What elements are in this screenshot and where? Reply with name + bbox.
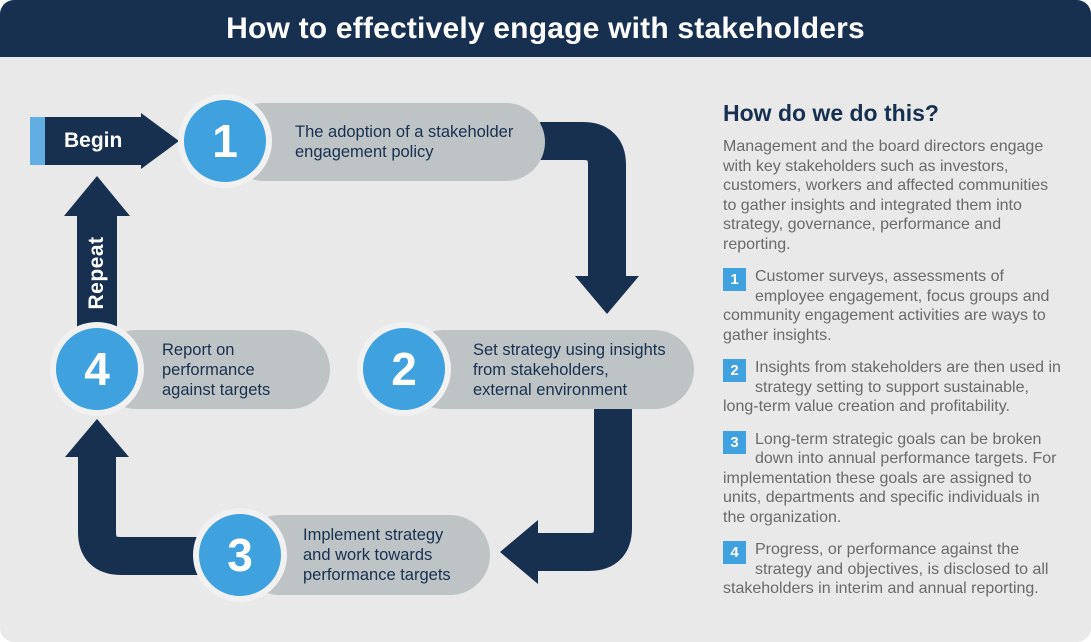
step-number-circle-4: 4: [50, 322, 144, 416]
how-heading: How do we do this?: [723, 100, 939, 126]
begin-flag: Begin: [30, 113, 180, 169]
how-item-text-3: Long-term strategic goals can be broken …: [723, 430, 1057, 526]
begin-accent-bar: [30, 117, 45, 165]
step-number-circle-2: 2: [357, 322, 451, 416]
how-item-badge-1: 1: [723, 268, 746, 292]
step-pill-1: The adoption of a stakeholder engagement…: [225, 103, 545, 181]
how-item-badge-3: 3: [723, 430, 746, 454]
step-number-circle-1: 1: [178, 94, 272, 188]
step-pill-3: Implement strategy and work towards perf…: [240, 515, 490, 595]
begin-label: Begin: [45, 117, 142, 165]
how-item-text-2: Insights from stakeholders are then used…: [723, 359, 1061, 416]
title-bar: How to effectively engage with stakehold…: [0, 0, 1091, 57]
step-pill-2: Set strategy using insights from stakeho…: [404, 330, 694, 409]
step-text-4: Report on performance against targets: [162, 340, 271, 399]
step-number-circle-3: 3: [193, 508, 287, 602]
repeat-label: Repeat: [85, 236, 108, 310]
step-text-3: Implement strategy and work towards perf…: [303, 526, 451, 584]
begin-arrowhead-icon: [141, 113, 180, 169]
how-item-badge-2: 2: [723, 359, 746, 383]
step-text-1: The adoption of a stakeholder engagement…: [295, 123, 514, 161]
step-text-2: Set strategy using insights from stakeho…: [473, 340, 666, 399]
page-title: How to effectively engage with stakehold…: [226, 11, 865, 45]
how-item-text-4: Progress, or performance against the str…: [723, 541, 1049, 598]
how-intro: Management and the board directors engag…: [723, 138, 1049, 253]
how-item-badge-4: 4: [723, 541, 746, 565]
how-column: How do we do this? Management and the bo…: [723, 101, 1083, 599]
how-item-text-1: Customer surveys, assessments of employe…: [723, 268, 1050, 344]
